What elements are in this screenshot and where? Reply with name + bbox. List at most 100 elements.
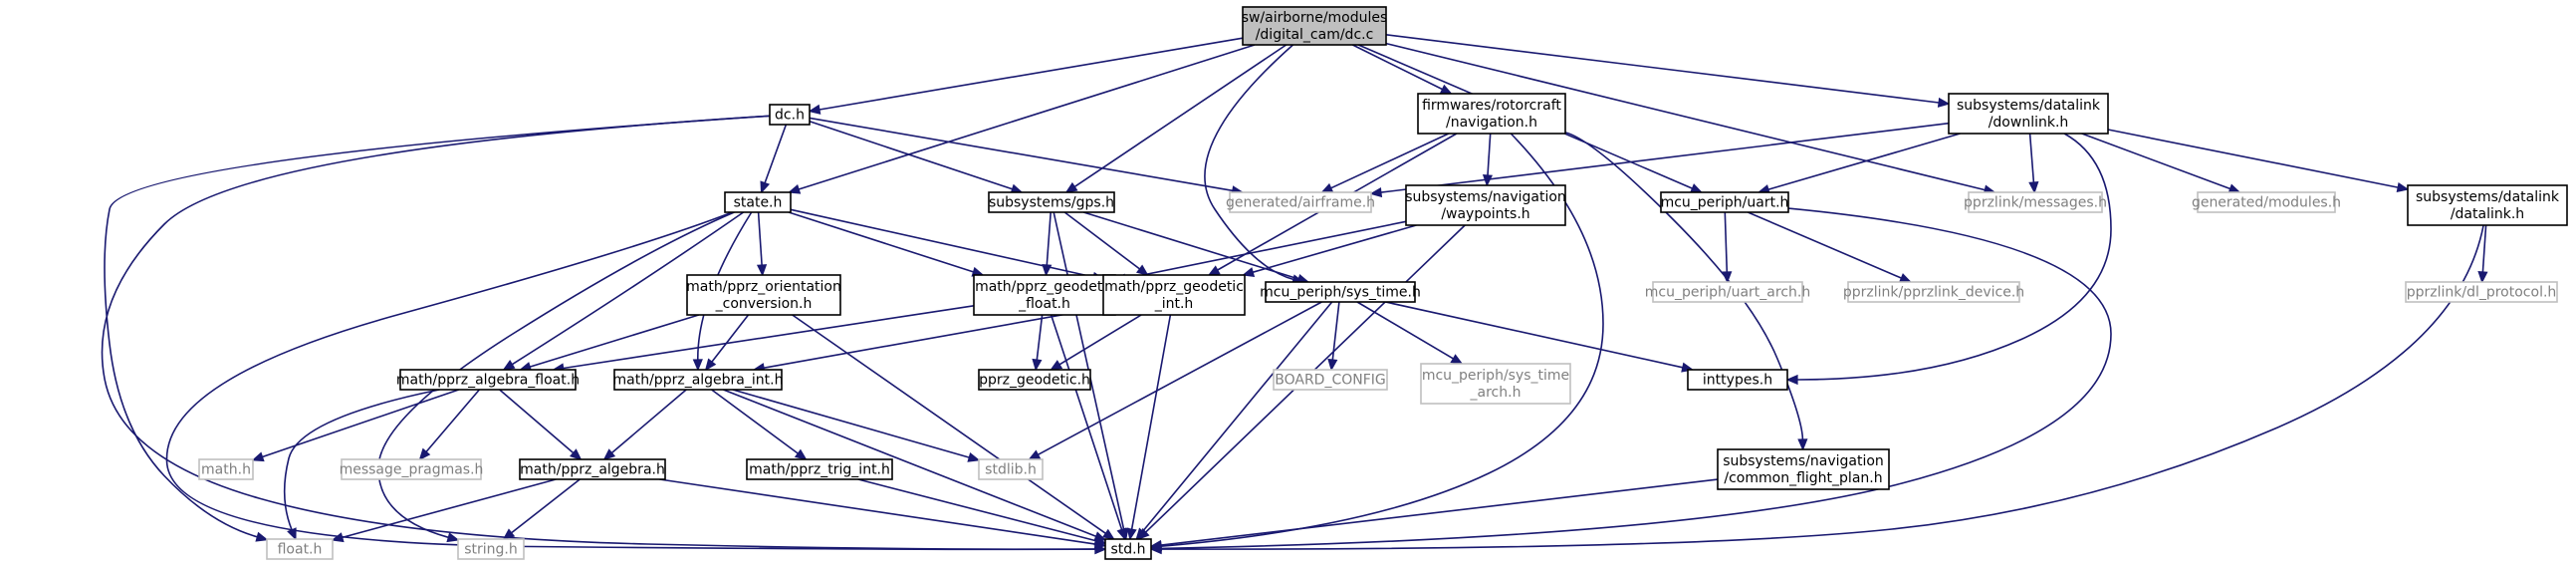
- node-label: math/pprz_algebra_int.h: [613, 373, 784, 389]
- arrowhead: [1135, 527, 1147, 541]
- edge-line: [1487, 133, 1492, 176]
- edge-line: [757, 211, 763, 266]
- edge-line: [1385, 34, 1940, 104]
- arrowhead: [1032, 358, 1043, 372]
- edge-line: [2481, 224, 2487, 273]
- node-downlink-h[interactable]: subsystems/datalink/downlink.h: [1948, 93, 2109, 135]
- node-waypoints-h[interactable]: subsystems/navigation/waypoints.h: [1405, 184, 1566, 226]
- arrowhead: [1093, 535, 1107, 546]
- node-label: firmwares/rotorcraft: [1422, 98, 1561, 114]
- node-navigation-h[interactable]: firmwares/rotorcraft/navigation.h: [1417, 93, 1566, 135]
- node-orient-h[interactable]: math/pprz_orientation_conversion.h: [686, 274, 841, 316]
- edge-alg_int_h-to-trig_int_h: [711, 389, 808, 460]
- node-box: [1717, 448, 1890, 490]
- edge-line: [2107, 129, 2399, 188]
- node-box: [1687, 369, 1788, 391]
- node-board-config[interactable]: BOARD_CONFIG: [1273, 369, 1388, 391]
- arrowhead: [2477, 271, 2488, 284]
- arrowhead: [502, 360, 516, 371]
- node-label: math.h: [201, 462, 251, 478]
- node-label: state.h: [734, 195, 783, 211]
- edge-dc_c-to-gps_h: [1064, 44, 1288, 193]
- edge-trig_int_h-to-std_h: [857, 478, 1107, 546]
- node-msg-pragmas-h[interactable]: message_pragmas.h: [340, 458, 484, 480]
- node-uart-h[interactable]: mcu_periph/uart.h: [1660, 191, 1789, 213]
- node-pprzlink-device-h[interactable]: pprzlink/pprzlink_device.h: [1843, 281, 2024, 303]
- arrowhead: [502, 528, 516, 540]
- edge-line: [1747, 211, 1902, 279]
- node-datalink-h[interactable]: subsystems/datalink/datalink.h: [2407, 184, 2568, 226]
- node-label: pprzlink/messages.h: [1964, 195, 2107, 211]
- node-box: [1405, 184, 1566, 226]
- edge-state_h-to-geod_float_h: [788, 211, 985, 277]
- node-label: mcu_periph/uart_arch.h: [1645, 285, 1810, 301]
- edge-line: [1058, 314, 1142, 366]
- node-dc-h[interactable]: dc.h: [769, 104, 811, 126]
- node-geod-float-h[interactable]: math/pprz_geodetic_float.h: [973, 274, 1116, 316]
- node-pprz-geodetic-h[interactable]: pprz_geodetic.h: [978, 369, 1091, 391]
- edge-line: [610, 389, 687, 454]
- node-sys-time-arch-h[interactable]: mcu_periph/sys_time_arch.h: [1420, 363, 1571, 405]
- edge-line: [2081, 133, 2231, 190]
- node-label: BOARD_CONFIG: [1275, 373, 1386, 389]
- node-math-h[interactable]: math.h: [198, 458, 254, 480]
- edge-line: [857, 478, 1096, 542]
- node-label: math/pprz_orientation: [686, 279, 841, 295]
- arrowhead: [1042, 264, 1053, 277]
- arrowhead: [1898, 273, 1913, 283]
- node-sys-time-h[interactable]: mcu_periph/sys_time.h: [1260, 281, 1421, 303]
- node-float-h[interactable]: float.h: [266, 538, 334, 560]
- edge-line: [1352, 44, 1443, 91]
- node-box: [686, 274, 841, 316]
- edge-line: [1160, 207, 2112, 550]
- arrowhead: [255, 531, 269, 542]
- arrowhead: [1116, 527, 1127, 541]
- node-box: [1417, 93, 1566, 135]
- node-modules-h[interactable]: generated/modules.h: [2192, 191, 2341, 213]
- arrowhead: [1126, 527, 1137, 541]
- node-label: math/pprz_trig_int.h: [749, 462, 890, 478]
- edge-line: [529, 314, 700, 368]
- node-inttypes-h[interactable]: inttypes.h: [1687, 369, 1788, 391]
- edge-sys_time_h-to-std_h: [1135, 301, 1333, 541]
- edge-alg_int_h-to-alg_h: [602, 389, 687, 461]
- edge-dc_c-to-sys_time_h: [1204, 44, 1305, 285]
- arrowhead: [602, 448, 616, 461]
- node-label: math/pprz_algebra_float.h: [396, 373, 580, 389]
- node-state-h[interactable]: state.h: [724, 191, 792, 213]
- node-messages-h[interactable]: pprzlink/messages.h: [1964, 191, 2107, 213]
- edge-line: [1204, 44, 1294, 281]
- node-stdlib-h[interactable]: stdlib.h: [978, 458, 1044, 480]
- edge-line: [1036, 314, 1044, 361]
- node-box: [973, 274, 1116, 316]
- node-std-h[interactable]: std.h: [1104, 538, 1152, 560]
- node-box: [978, 369, 1091, 391]
- node-label: subsystems/navigation: [1723, 453, 1884, 469]
- node-alg-int-h[interactable]: math/pprz_algebra_int.h: [613, 369, 784, 391]
- edge-line: [1141, 301, 1333, 532]
- node-gps-h[interactable]: subsystems/gps.h: [988, 191, 1115, 213]
- edge-geod_float_h-to-alg_float_h: [552, 305, 975, 374]
- edge-line: [101, 115, 1096, 551]
- node-airframe-h[interactable]: generated/airframe.h: [1226, 191, 1375, 213]
- node-label: pprzlink/dl_protocol.h: [2407, 285, 2557, 301]
- node-uart-arch-h[interactable]: mcu_periph/uart_arch.h: [1645, 281, 1810, 303]
- node-dc-c: sw/airborne/modules/digital_cam/dc.c: [1242, 6, 1387, 46]
- node-geod-int-h[interactable]: math/pprz_geodetic_int.h: [1102, 274, 1246, 316]
- node-box: [341, 458, 482, 480]
- edge-geod_int_h-to-alg_int_h: [752, 306, 1104, 374]
- node-label: /common_flight_plan.h: [1724, 470, 1882, 486]
- node-string-h[interactable]: string.h: [457, 538, 525, 560]
- edge-uart_h-to-pprzlink_device_h: [1747, 211, 1913, 283]
- edge-line: [1385, 42, 1986, 191]
- arrowhead: [1722, 271, 1733, 284]
- node-dl-protocol-h[interactable]: pprzlink/dl_protocol.h: [2405, 281, 2558, 303]
- node-box: [1948, 93, 2109, 135]
- node-trig-int-h[interactable]: math/pprz_trig_int.h: [746, 458, 893, 480]
- node-alg-h[interactable]: math/pprz_algebra.h: [519, 458, 666, 480]
- node-common-fp-h[interactable]: subsystems/navigation/common_flight_plan…: [1717, 448, 1890, 490]
- edge-line: [165, 211, 1096, 551]
- node-label: math/pprz_geodetic: [975, 279, 1114, 295]
- node-alg-float-h[interactable]: math/pprz_algebra_float.h: [396, 369, 580, 391]
